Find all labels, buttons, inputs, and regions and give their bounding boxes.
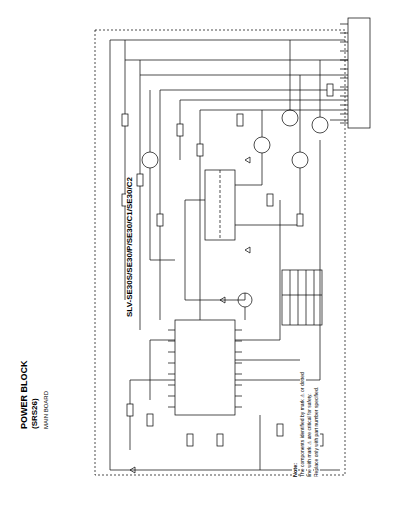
- note-text: line with mark ⚠ are critical for safety…: [307, 392, 313, 478]
- ic-pins: [168, 330, 242, 407]
- note-heading: Note:: [292, 462, 298, 478]
- safety-marks: [130, 157, 250, 473]
- note-text: Replace only with part number specified.: [314, 386, 320, 478]
- model-name: SLV-SE30S/SE30/P/SE30/C1/SE30/C2: [126, 176, 135, 318]
- board-name: MAIN BOARD: [43, 390, 50, 430]
- ic-body: [175, 320, 235, 415]
- note-text: The components identified by mark ⚠ or d…: [300, 371, 306, 478]
- block-title: POWER BLOCK: [20, 360, 30, 431]
- voltage-table: [282, 270, 322, 325]
- board-code: (SRS26): [31, 397, 40, 430]
- transformer: [205, 170, 235, 240]
- connector-pins: [340, 24, 348, 123]
- connector: [348, 18, 370, 128]
